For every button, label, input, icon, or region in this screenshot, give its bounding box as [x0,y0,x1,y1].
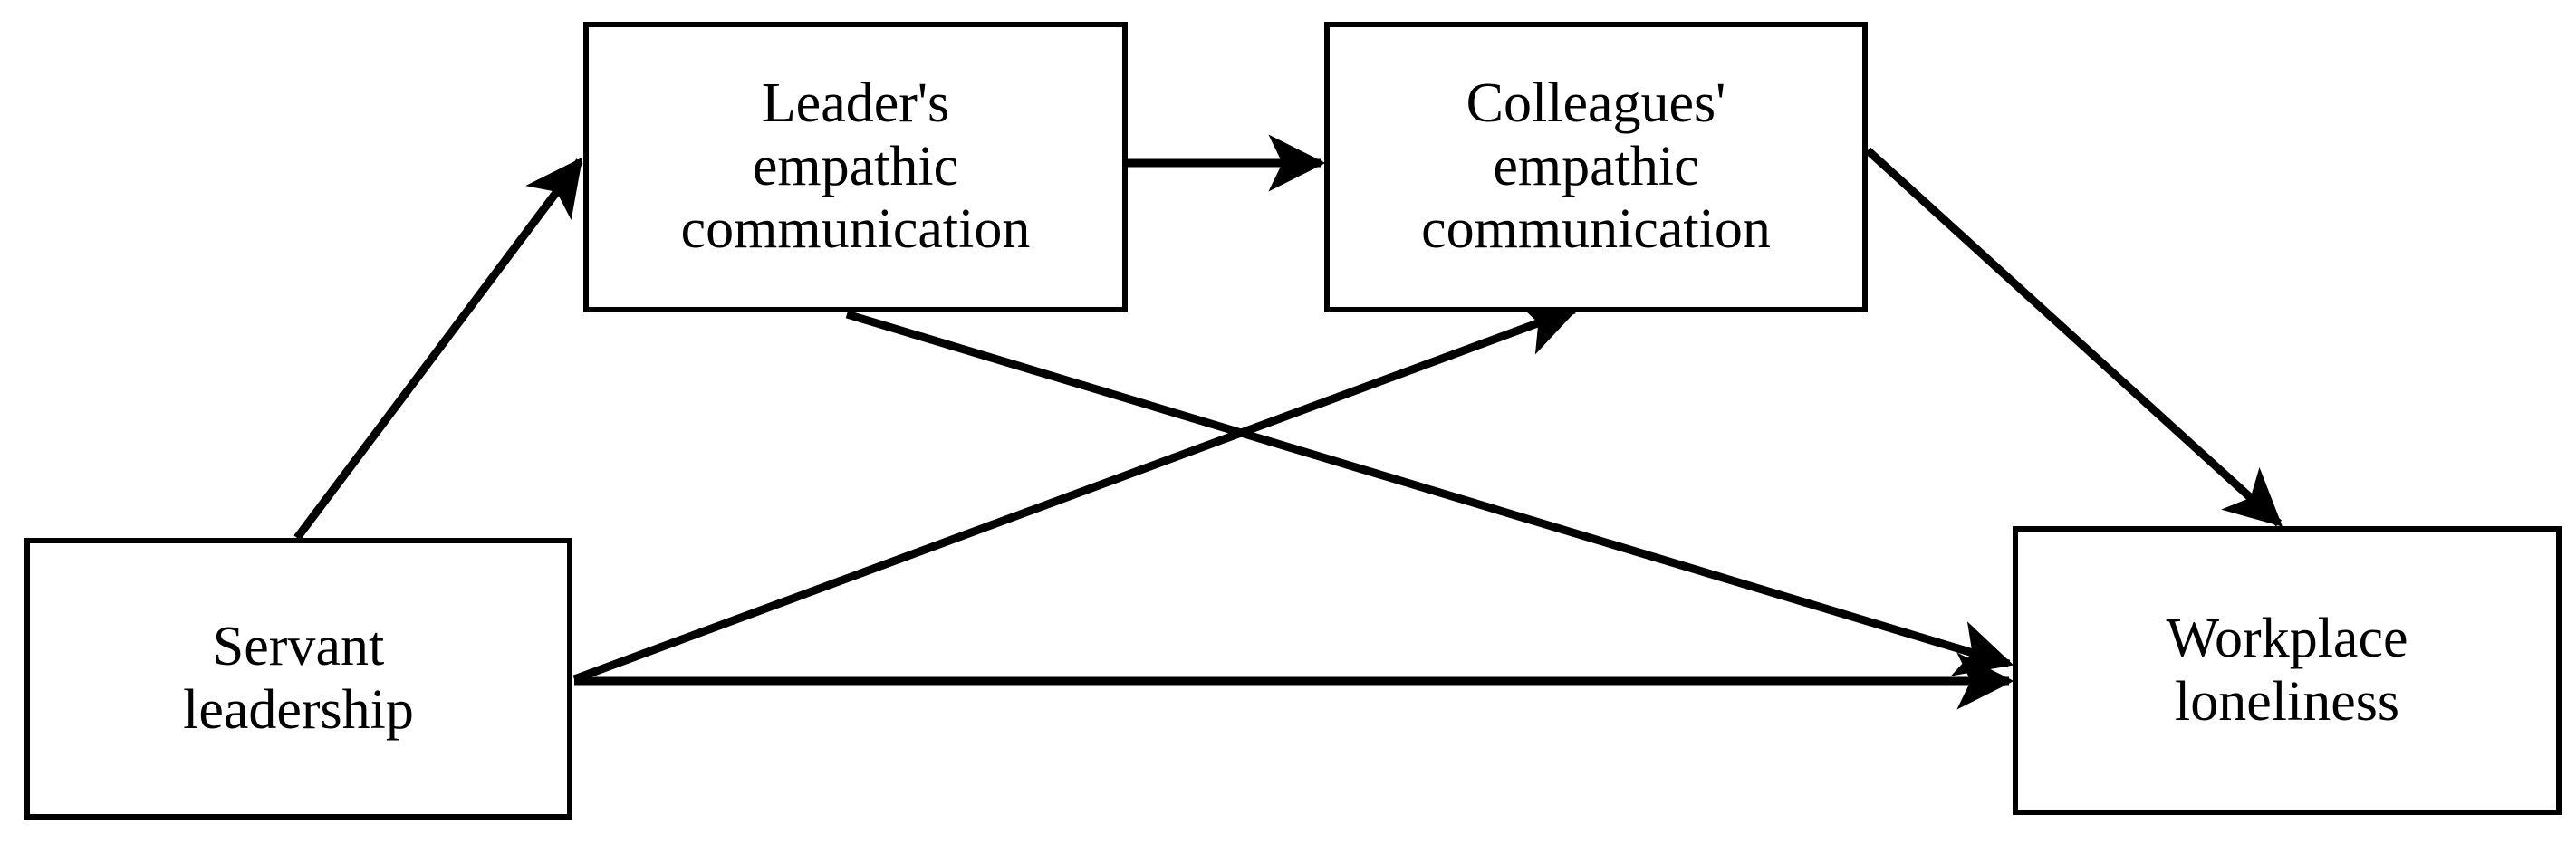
arrow-colleagues-empathic-to-workplace-loneliness [1864,147,2283,527]
node-label-colleagues-empathic-communication: Colleagues' empathic communication [1421,72,1771,261]
node-servant-leadership[interactable]: Servant leadership [24,538,572,820]
node-leader-empathic-communication[interactable]: Leader's empathic communication [583,22,1128,312]
node-workplace-loneliness[interactable]: Workplace loneliness [2013,526,2562,815]
arrow-servant-leadership-to-colleagues-empathic [572,301,1580,684]
node-label-leader-empathic-communication: Leader's empathic communication [680,72,1031,261]
node-label-workplace-loneliness: Workplace loneliness [2166,608,2408,733]
node-colleagues-empathic-communication[interactable]: Colleagues' empathic communication [1324,22,1868,312]
node-label-servant-leadership: Servant leadership [183,616,414,741]
arrow-servant-leadership-to-leader-empathic [293,157,583,541]
arrow-leader-empathic-to-workplace-loneliness [845,310,2014,676]
